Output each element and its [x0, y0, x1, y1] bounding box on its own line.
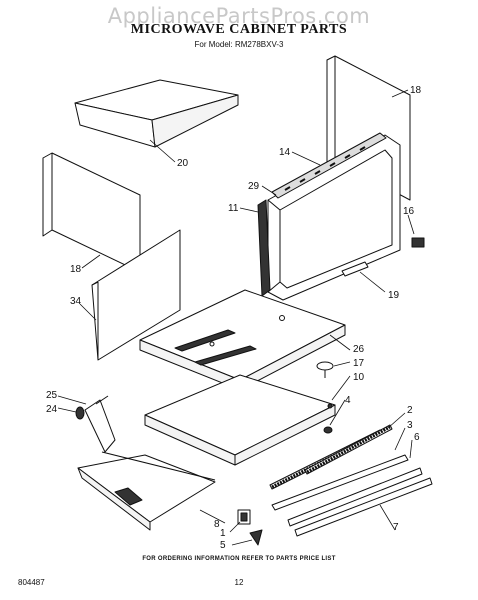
watermark: AppliancePartsPros.com — [107, 4, 371, 28]
callout-11: 11 — [228, 203, 239, 214]
callout-34: 34 — [70, 296, 82, 307]
callout-8: 8 — [214, 519, 220, 530]
page-number: 12 — [234, 578, 244, 587]
part-lower-shelf — [144, 374, 336, 466]
callout-5: 5 — [220, 540, 226, 551]
part-air-duct — [75, 395, 116, 453]
model-subtitle: For Model: RM278BXV-3 — [194, 40, 284, 49]
callout-1: 1 — [220, 528, 226, 539]
diagram-title: MICROWAVE CABINET PARTS — [130, 22, 348, 37]
callout-10: 10 — [353, 372, 365, 383]
document-number: 804487 — [18, 578, 45, 587]
callout-6: 6 — [414, 432, 420, 443]
part-bottom-panel — [77, 451, 216, 531]
part-left-side-panel — [42, 152, 141, 273]
callout-3: 3 — [407, 420, 413, 431]
callout-7: 7 — [393, 522, 399, 533]
callout-4: 4 — [345, 395, 351, 406]
part-front-rail — [271, 454, 433, 537]
callout-26: 26 — [353, 344, 365, 355]
part-mounting-clip — [411, 237, 425, 248]
callout-17: 17 — [353, 358, 365, 369]
part-clip — [249, 529, 263, 546]
callout-18-left: 18 — [70, 264, 82, 275]
callout-leaders — [57, 89, 415, 546]
callout-24: 24 — [46, 404, 58, 415]
callout-18-right: 18 — [410, 85, 422, 96]
ordering-note: FOR ORDERING INFORMATION REFER TO PARTS … — [142, 556, 336, 562]
part-screw — [323, 426, 333, 434]
part-top-grille — [271, 132, 387, 199]
part-front-frame — [267, 134, 401, 301]
callout-25: 25 — [46, 390, 58, 401]
part-side-trim-strip — [257, 199, 271, 297]
callout-20: 20 — [177, 158, 189, 169]
callout-14: 14 — [279, 147, 291, 158]
part-vent-strip — [269, 424, 393, 490]
callout-2: 2 — [407, 405, 413, 416]
part-bracket — [237, 509, 251, 525]
part-top-panel — [74, 79, 239, 148]
part-back-side-panel — [91, 229, 181, 361]
part-knob — [316, 361, 334, 378]
callout-19: 19 — [388, 290, 400, 301]
callout-16: 16 — [403, 206, 415, 217]
part-label-plate — [341, 261, 369, 277]
callout-29: 29 — [248, 181, 260, 192]
